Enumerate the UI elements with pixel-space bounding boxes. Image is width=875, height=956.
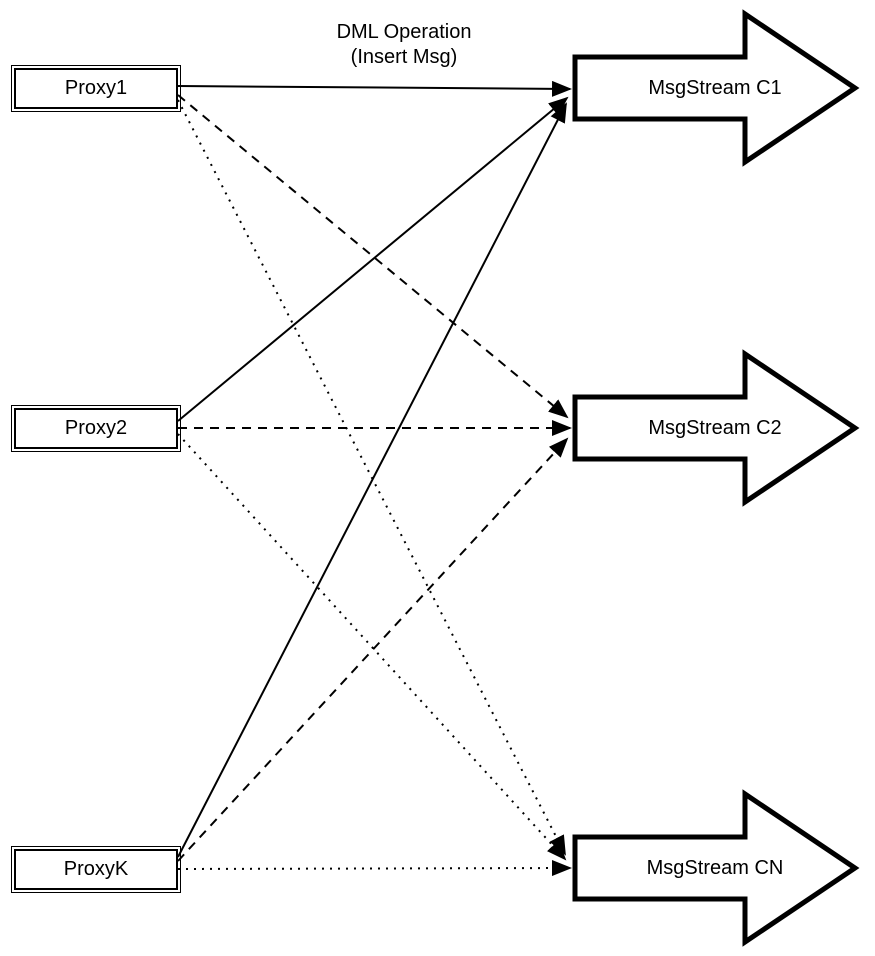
msgstream-cn-label: MsgStream CN bbox=[646, 857, 784, 879]
proxyk-node: ProxyK bbox=[11, 846, 181, 893]
msgstream-c2-label: MsgStream C2 bbox=[648, 417, 782, 439]
dml-operation-label: DML Operation (Insert Msg) bbox=[279, 20, 529, 70]
edge-proxy2-to-c1-solid bbox=[177, 96, 569, 422]
edge-proxy1-to-cn-dotted bbox=[177, 99, 566, 856]
edge-proxyk-to-c2-dashed bbox=[177, 437, 569, 862]
dml-operation-label-line1: DML Operation bbox=[336, 21, 472, 43]
stream-arrow-shape-c2 bbox=[572, 349, 860, 507]
edge-proxyk-to-cn-dotted bbox=[177, 860, 572, 877]
edge-proxy2-to-cn-dotted bbox=[177, 433, 567, 861]
msgstream-c1-label: MsgStream C1 bbox=[648, 77, 782, 99]
proxy1-label: Proxy1 bbox=[64, 77, 128, 99]
stream-arrow-shape-c1 bbox=[572, 9, 860, 167]
dml-operation-label-line2: (Insert Msg) bbox=[350, 46, 458, 68]
proxy2-node: Proxy2 bbox=[11, 405, 181, 452]
stream-arrow-shape-cn bbox=[572, 789, 860, 947]
edge-proxy1-to-c2-dashed bbox=[177, 94, 569, 419]
proxyk-label: ProxyK bbox=[63, 858, 129, 880]
proxy1-node: Proxy1 bbox=[11, 65, 181, 112]
edge-proxy1-to-c1-solid bbox=[177, 80, 572, 97]
edge-proxyk-to-c1-solid bbox=[177, 102, 567, 858]
proxy2-label: Proxy2 bbox=[64, 417, 128, 439]
